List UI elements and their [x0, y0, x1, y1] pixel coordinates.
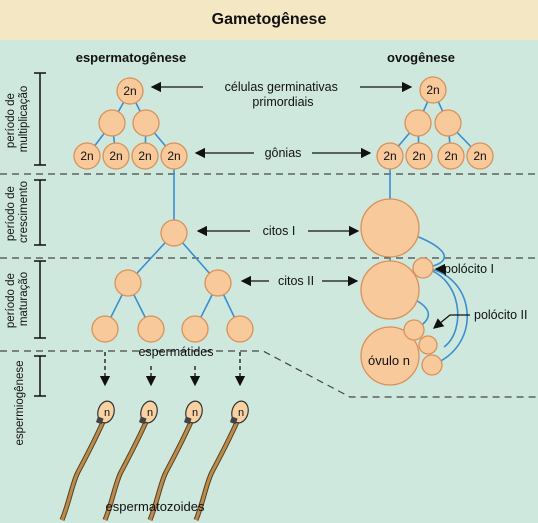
cell-primordial-egg — [419, 76, 447, 104]
svg-text:2n: 2n — [80, 149, 93, 163]
cell-gonia — [404, 109, 432, 137]
svg-text:2n: 2n — [123, 84, 136, 98]
cell-oogonia — [405, 142, 433, 170]
bracket-growth — [34, 179, 46, 246]
cell-gonia — [98, 109, 126, 137]
label-spermatids: espermátides — [138, 345, 213, 359]
period-brackets — [34, 72, 46, 397]
cell-spermatid — [91, 315, 119, 343]
svg-text:2n: 2n — [383, 149, 396, 163]
svg-text:2n: 2n — [138, 149, 151, 163]
cell-polar-body-2 — [403, 319, 425, 341]
cells — [73, 76, 494, 386]
cell-spermatogonia — [102, 142, 130, 170]
spermatozoon: n — [147, 400, 203, 521]
spermiogenesis-arrows — [99, 352, 246, 387]
cell-oogonia — [437, 142, 465, 170]
svg-text:n: n — [238, 407, 244, 419]
label-polocito-2: polócito II — [474, 308, 528, 322]
cell-spermatogonia — [160, 142, 188, 170]
cell-gonia — [132, 109, 160, 137]
label-gonias: gônias — [265, 146, 302, 160]
ovum-label: óvulo n — [368, 353, 410, 368]
svg-text:2n: 2n — [167, 149, 180, 163]
svg-text:2n: 2n — [473, 149, 486, 163]
cell-oogonia — [466, 142, 494, 170]
svg-text:n: n — [192, 407, 198, 419]
divider-maturation-spermiogenesis — [0, 350, 538, 398]
label-spermatozoa: espermatozoides — [106, 499, 205, 514]
cell-spermatogonia — [131, 142, 159, 170]
label-germ-cells: células germinativas primordiais — [225, 80, 342, 109]
comparison-arrows — [150, 81, 470, 329]
label-polocito-1: polócito I — [444, 262, 494, 276]
cell-labels: 2n 2n 2n 2n 2n 2n 2n 2n 2n 2n óvulo n — [80, 83, 486, 368]
label-citos-2: citos II — [278, 274, 314, 288]
cell-primary-spermatocyte — [160, 219, 188, 247]
svg-text:2n: 2n — [109, 149, 122, 163]
figure-title: Gametogênese — [0, 0, 538, 40]
diagram-panel: espermatogênese ovogênese período de mul… — [0, 40, 538, 523]
spermatozoon: n — [59, 400, 115, 521]
period-label-multiplication: período de multiplicação — [5, 86, 30, 152]
cell-spermatid — [137, 315, 165, 343]
period-label-maturation: período de maturação — [5, 270, 30, 328]
cell-gonia — [434, 109, 462, 137]
period-label-spermiogenesis: espermiogênese — [14, 360, 26, 445]
cell-primordial-sperm — [116, 77, 144, 105]
bracket-spermiogenesis — [34, 355, 46, 397]
period-dividers — [0, 173, 538, 398]
column-spermatogenesis: espermatogênese — [76, 50, 187, 65]
svg-text:2n: 2n — [444, 149, 457, 163]
spermatozoon: n — [102, 400, 158, 521]
cell-spermatogonia — [73, 142, 101, 170]
period-label-growth: período de crescimento — [5, 181, 30, 243]
cell-spermatid — [226, 315, 254, 343]
label-citos-1: citos I — [263, 224, 296, 238]
cell-polar-body-1 — [412, 257, 434, 279]
cell-secondary-spermatocyte — [204, 269, 232, 297]
cell-ovum — [360, 326, 420, 386]
gametogenesis-diagram: espermatogênese ovogênese período de mul… — [0, 50, 538, 521]
svg-text:n: n — [147, 407, 153, 419]
cell-secondary-oocyte — [360, 260, 420, 320]
cell-secondary-spermatocyte — [114, 269, 142, 297]
svg-text:2n: 2n — [412, 149, 425, 163]
cell-primary-oocyte — [360, 198, 420, 258]
cell-oogonia — [376, 142, 404, 170]
bracket-multiplication — [34, 72, 46, 166]
bracket-maturation — [34, 260, 46, 339]
svg-text:n: n — [104, 407, 110, 419]
column-oogenesis: ovogênese — [387, 50, 455, 65]
spermatozoa: n n n n — [59, 400, 249, 521]
svg-text:2n: 2n — [426, 83, 439, 97]
spermatozoon: n — [193, 400, 249, 521]
cell-polar-body — [421, 354, 443, 376]
cell-spermatid — [181, 315, 209, 343]
cell-polar-body — [418, 335, 438, 355]
